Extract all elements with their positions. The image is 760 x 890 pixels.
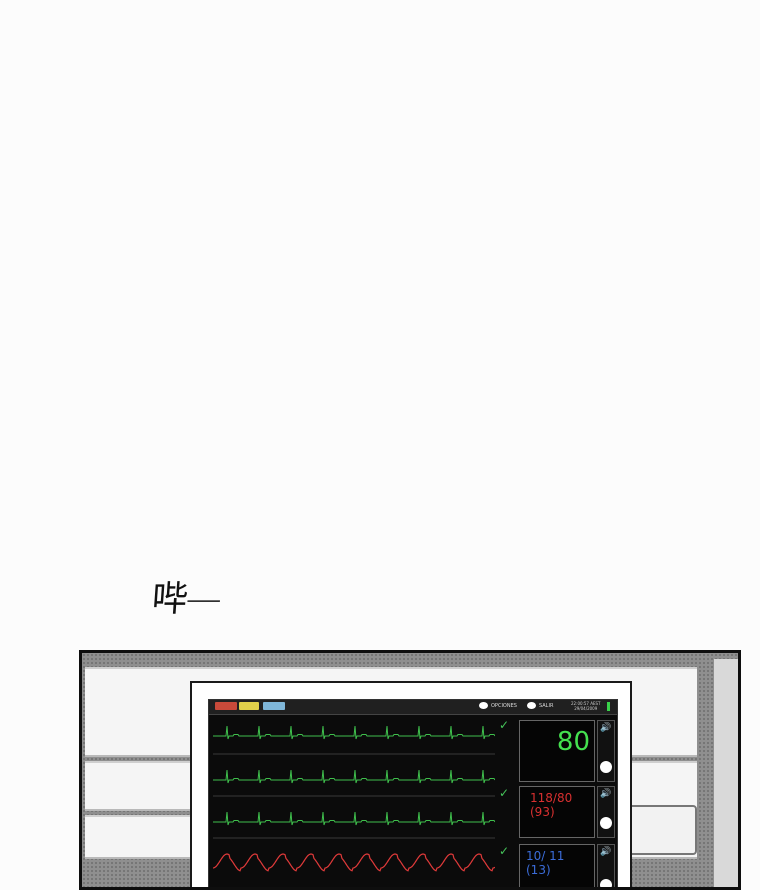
exit-button[interactable]: SALIR: [527, 702, 553, 709]
patient-monitor: OPCIONES SALIR 22:00:57 AEST 29/04/2009: [190, 681, 632, 887]
heart-rate-box[interactable]: 80: [519, 720, 595, 782]
exit-label: SALIR: [539, 702, 554, 709]
options-dot-icon: [479, 702, 488, 709]
pleth-waveform: [213, 853, 495, 872]
exit-dot-icon: [527, 702, 536, 709]
ecg-waveform-2: [213, 769, 495, 784]
battery-icon: [607, 702, 610, 711]
check-icon: ✓: [499, 786, 510, 800]
monitor-screen: OPCIONES SALIR 22:00:57 AEST 29/04/2009: [208, 699, 618, 887]
alarm-control[interactable]: 🔊: [597, 786, 615, 838]
blood-pressure-box[interactable]: 118/80 (93): [519, 786, 595, 838]
options-label: OPCIONES: [491, 702, 517, 709]
illustration-panel: OPCIONES SALIR 22:00:57 AEST 29/04/2009: [79, 650, 741, 890]
pulmonary-pressure-box[interactable]: 10/ 11 (13): [519, 844, 595, 887]
date-text: 29/04/2009: [574, 706, 598, 711]
ecg-waveform-1: [213, 725, 495, 740]
monitor-top-bar: OPCIONES SALIR 22:00:57 AEST 29/04/2009: [209, 700, 617, 715]
blood-pressure-readout: 118/80 (93): [530, 791, 572, 819]
alarm-control[interactable]: 🔊: [597, 720, 615, 782]
blood-pressure-value: 118/80: [530, 791, 573, 805]
check-icon: ✓: [499, 844, 510, 858]
sound-effect-text: 哔—: [150, 579, 222, 620]
status-chip-blue[interactable]: [263, 702, 285, 710]
wall-edge: [714, 659, 738, 887]
alarm-control[interactable]: 🔊: [597, 844, 615, 887]
status-chip-red[interactable]: [215, 702, 237, 710]
heart-rate-value: 80: [556, 727, 590, 757]
status-chip-yellow[interactable]: [239, 702, 259, 710]
pulmonary-pressure-mean: (13): [526, 863, 551, 877]
speaker-icon: 🔊: [600, 847, 612, 857]
datetime-readout: 22:00:57 AEST 29/04/2009: [571, 701, 600, 711]
side-device: [625, 805, 697, 855]
options-button[interactable]: OPCIONES: [479, 702, 517, 709]
time-text: 22:00:57 AEST: [571, 701, 601, 706]
pulmonary-pressure-readout: 10/ 11 (13): [526, 849, 564, 877]
knob-icon[interactable]: [600, 817, 612, 829]
waveform-area: [213, 725, 495, 872]
knob-icon[interactable]: [600, 761, 612, 773]
knob-icon[interactable]: [600, 879, 612, 887]
speaker-icon: 🔊: [600, 789, 612, 799]
pulmonary-pressure-value: 10/ 11: [526, 849, 565, 863]
blood-pressure-mean: (93): [530, 805, 555, 819]
check-icon: ✓: [499, 718, 510, 732]
ecg-waveform-3: [213, 811, 495, 826]
speaker-icon: 🔊: [600, 723, 612, 733]
